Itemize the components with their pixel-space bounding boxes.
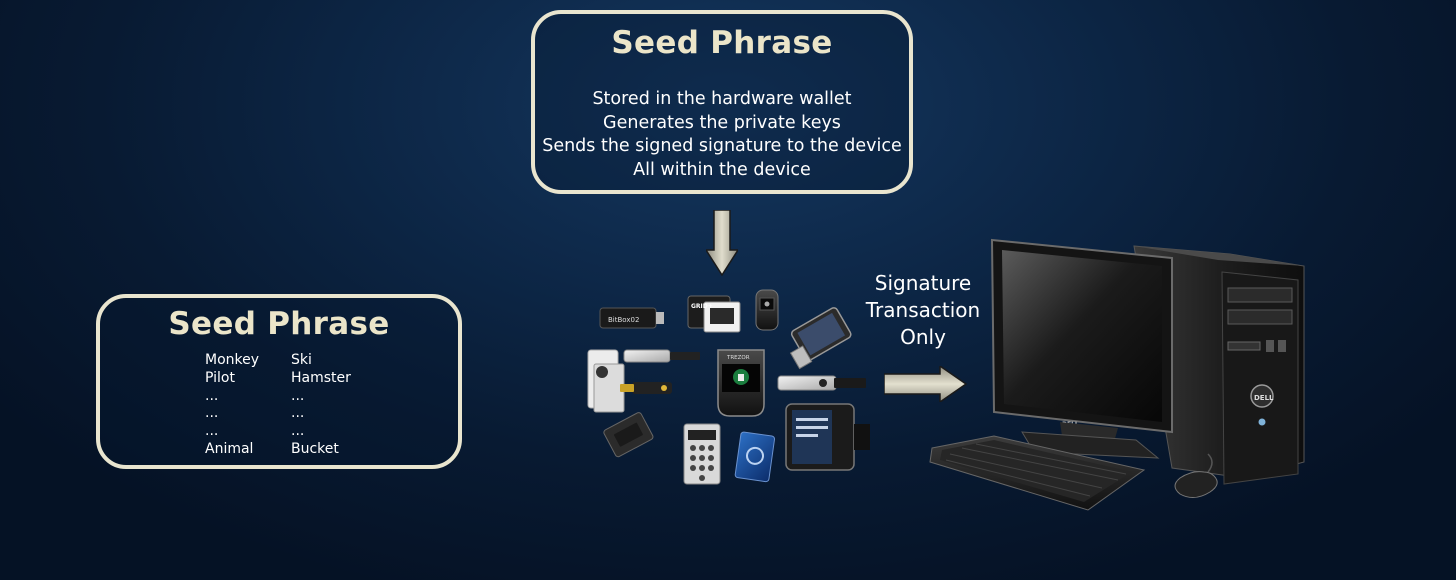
seed-word: ... [205,405,259,423]
seed-word: ... [291,405,351,423]
seed-phrase-info-box: Seed Phrase Stored in the hardware walle… [531,10,913,194]
seed-word: Monkey [205,352,259,370]
seed-word: ... [205,388,259,406]
seed-phrase-words-title: Seed Phrase [100,306,458,342]
keypad-wallet [684,424,720,484]
bitbox-label: BitBox02 [608,316,639,324]
desktop-computer-image: DELL DELL [922,236,1306,516]
description-line-2: Generates the private keys [535,112,909,136]
seed-word: Pilot [205,370,259,388]
trezor-label: TREZOR [726,355,750,361]
gridplus-wallet: GRID+ [688,296,740,332]
card-wallet [588,350,624,412]
description-line-4: All within the device [535,159,909,183]
blue-card-wallet [735,432,775,482]
grid-label: GRID+ [691,303,713,310]
seed-word: Hamster [291,370,351,388]
seed-phrase-words-box: Seed Phrase Monkey Pilot ... ... ... Ani… [96,294,462,469]
seed-words-column-right: Ski Hamster ... ... ... Bucket [291,352,351,459]
hardware-wallets-collage: BitBox02 GRID+ TR [580,284,872,490]
seed-word: Ski [291,352,351,370]
bitbox-wallet: BitBox02 [600,308,664,328]
computer-monitor: DELL [992,240,1172,458]
seed-word: ... [205,423,259,441]
trezor-model-t-wallet: TREZOR [718,350,764,416]
usb-key-wallet [620,382,672,394]
trezor-one-wallet [756,290,778,330]
square-card-wallet [603,412,654,458]
seed-phrase-description: Stored in the hardware wallet Generates … [535,88,909,182]
seed-word: ... [291,388,351,406]
seed-word: Bucket [291,441,351,459]
tower-brand: DELL [1254,394,1274,402]
seed-word: ... [291,423,351,441]
description-line-3: Sends the signed signature to the device [535,135,909,159]
usb-wallet-white [624,350,700,362]
seed-word: Animal [205,441,259,459]
seed-words-column-left: Monkey Pilot ... ... ... Animal [205,352,259,459]
touchscreen-wallet [786,404,870,470]
ledger-nano-wallet [778,376,866,390]
tablet-wallet [782,306,854,368]
down-arrow-icon [706,210,738,276]
description-line-1: Stored in the hardware wallet [535,88,909,112]
seed-phrase-title: Seed Phrase [535,25,909,61]
